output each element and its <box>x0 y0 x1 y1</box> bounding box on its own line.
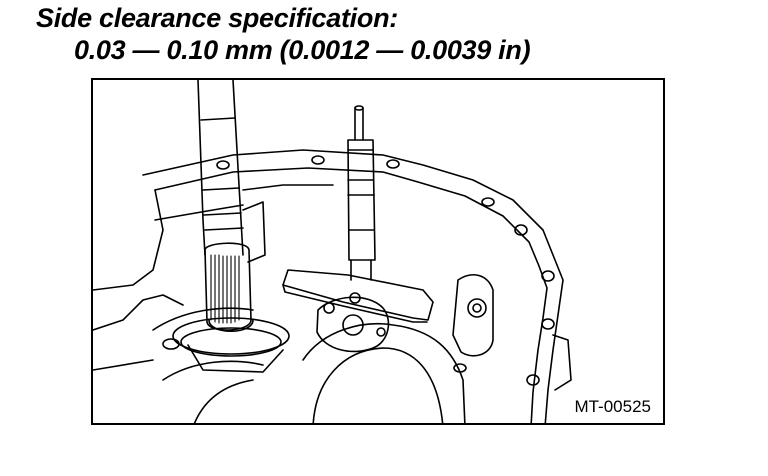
figure-id: MT-00525 <box>574 397 651 416</box>
main-shaft <box>197 80 254 332</box>
depth-micrometer <box>282 105 434 323</box>
right-boss <box>452 274 494 357</box>
gear-ring <box>172 317 290 373</box>
spec-title: Side clearance specification: <box>36 3 398 33</box>
flange-bolt-holes <box>162 155 555 386</box>
spec-value: 0.03 — 0.10 mm (0.0012 — 0.0039 in) <box>74 35 531 65</box>
illustration-frame: MT-00525 <box>91 78 665 425</box>
spec-heading: Side clearance specification: 0.03 — 0.1… <box>36 2 531 66</box>
case-outline <box>142 149 564 423</box>
transmission-case-illustration <box>93 80 572 423</box>
case-flange-inner <box>154 167 548 423</box>
